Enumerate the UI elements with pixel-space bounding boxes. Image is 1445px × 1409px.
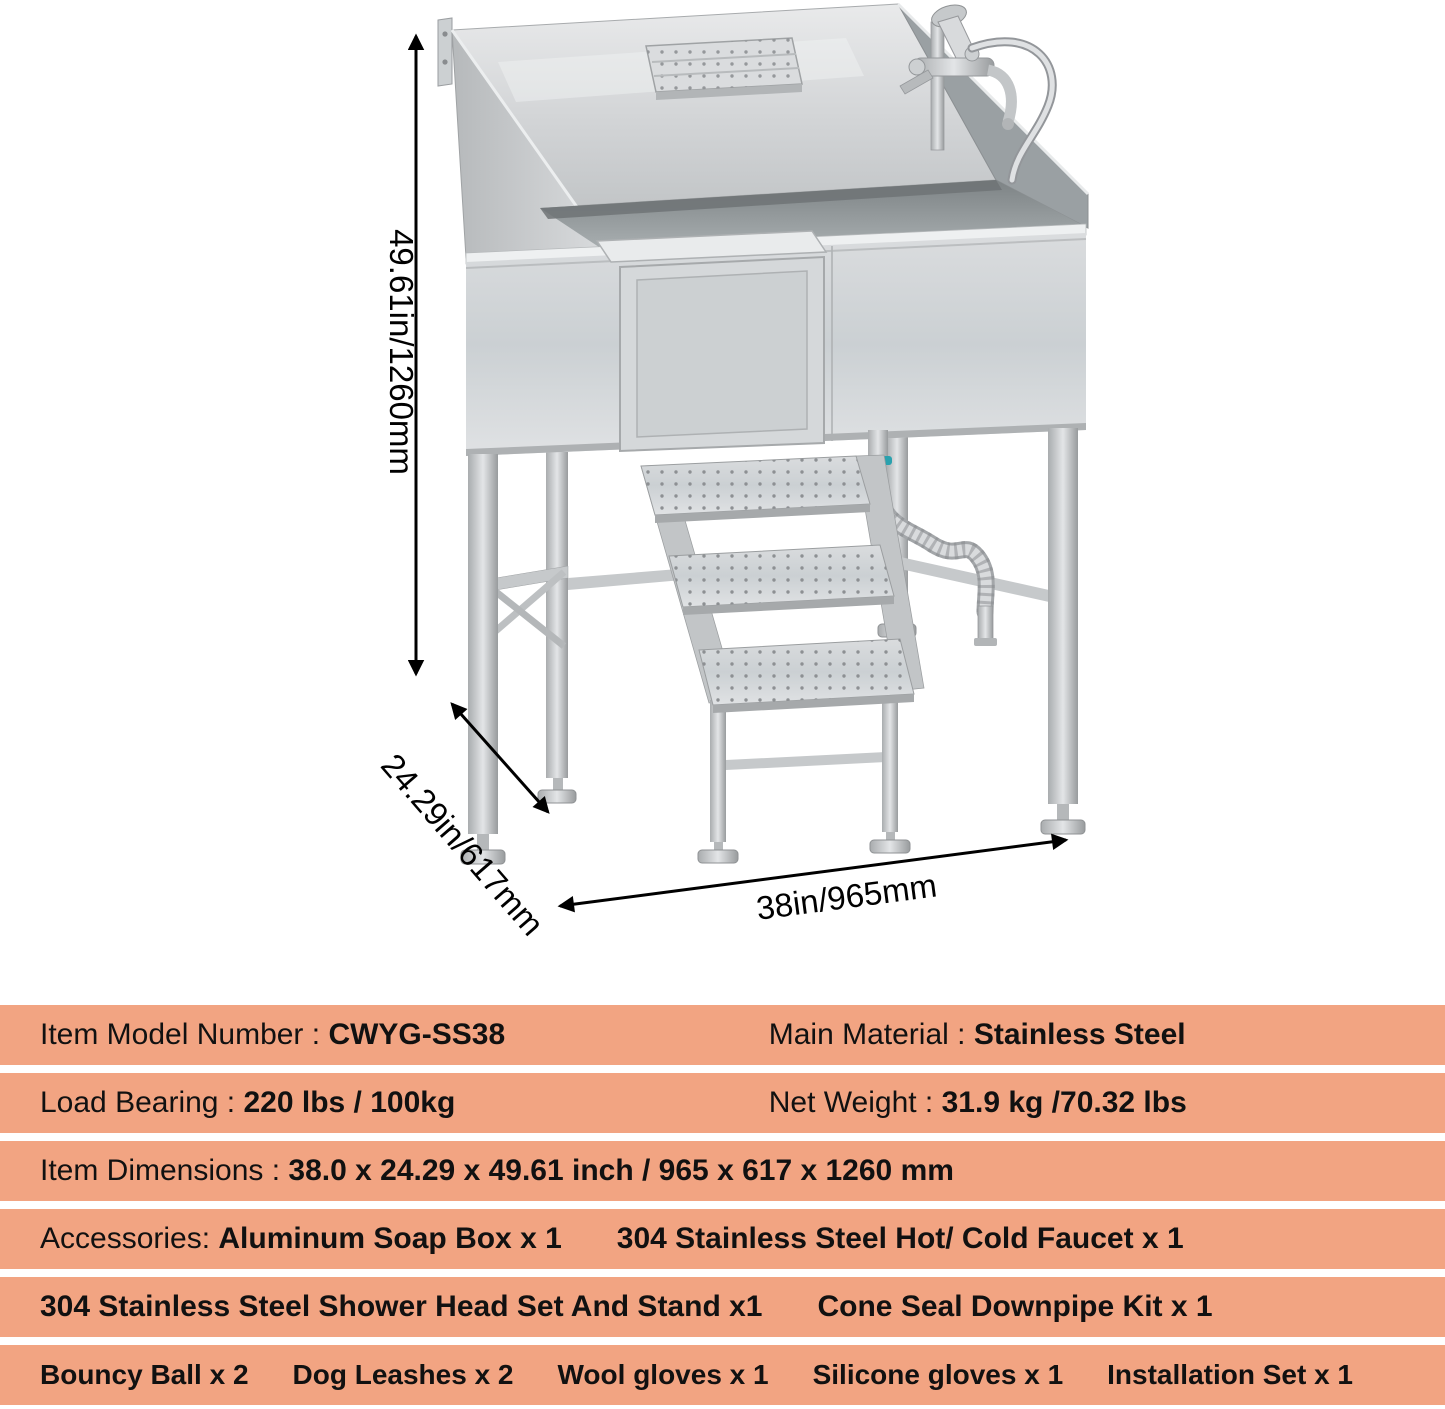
spec-label: Accessories: bbox=[40, 1222, 219, 1255]
spec-value: CWYG-SS38 bbox=[328, 1018, 506, 1051]
stair-right-foot bbox=[869, 839, 911, 854]
spec-value: 304 Stainless Steel Shower Head Set And … bbox=[40, 1290, 763, 1323]
height-dimension-label: 49.61in/1260mm bbox=[383, 229, 420, 475]
front-left-foot bbox=[460, 849, 506, 865]
spec-row-accessories-3: Bouncy Ball x 2 Dog Leashes x 2 Wool glo… bbox=[0, 1345, 1445, 1405]
spec-row-load-weight: Load Bearing : 220 lbs / 100kg Net Weigh… bbox=[0, 1073, 1445, 1133]
spec-row-accessories-1: Accessories: Aluminum Soap Box x 1 304 S… bbox=[0, 1209, 1445, 1269]
stair-crossbar bbox=[726, 752, 886, 770]
spec-row-model-material: Item Model Number : CWYG-SS38 Main Mater… bbox=[0, 1005, 1445, 1065]
depth-dimension-label: 24.29in/617mm bbox=[374, 746, 551, 942]
spec-cell-faucet: 304 Stainless Steel Hot/ Cold Faucet x 1 bbox=[617, 1222, 1184, 1256]
right-stringer bbox=[855, 454, 925, 692]
spec-value: Bouncy Ball x 2 bbox=[40, 1359, 249, 1390]
spec-value: Installation Set x 1 bbox=[1107, 1359, 1354, 1390]
spec-label: Load Bearing : bbox=[40, 1086, 244, 1119]
spec-label: Net Weight : bbox=[768, 1086, 942, 1119]
mounting-tab bbox=[437, 17, 453, 87]
stair-right-leg bbox=[882, 690, 898, 832]
spec-label: Main Material : bbox=[768, 1018, 974, 1051]
grooming-tub-illustration: 49.61in/1260mm 24.29in/617mm 38in/965mm bbox=[374, 2, 1090, 942]
faucet-riser bbox=[930, 21, 945, 151]
spec-label: Item Model Number : bbox=[40, 1018, 329, 1051]
spec-value: 38.0 x 24.29 x 49.61 inch / 965 x 617 x … bbox=[288, 1154, 954, 1187]
drain-outlet bbox=[977, 605, 994, 641]
spec-cell-model: Item Model Number : CWYG-SS38 bbox=[40, 1018, 769, 1052]
spec-value: 31.9 kg /70.32 lbs bbox=[941, 1086, 1187, 1119]
spec-value: 304 Stainless Steel Hot/ Cold Faucet x 1 bbox=[616, 1222, 1184, 1255]
soap-box bbox=[645, 37, 803, 100]
rear-left-leg bbox=[546, 452, 568, 778]
front-left-leg bbox=[468, 454, 498, 834]
spec-cell-shower-set: 304 Stainless Steel Shower Head Set And … bbox=[40, 1290, 762, 1324]
front-right-foot bbox=[1040, 819, 1086, 835]
spec-value: Silicone gloves x 1 bbox=[812, 1359, 1064, 1390]
pet-stairs bbox=[640, 454, 925, 864]
spec-value: Dog Leashes x 2 bbox=[292, 1359, 514, 1390]
spec-cell-item-dimensions: Item Dimensions : 38.0 x 24.29 x 49.61 i… bbox=[40, 1154, 954, 1188]
spec-label: Item Dimensions : bbox=[40, 1154, 289, 1187]
right-brace bbox=[896, 556, 1058, 604]
width-dimension-label: 38in/965mm bbox=[754, 866, 939, 926]
stair-left-leg bbox=[710, 700, 726, 842]
spec-cell-accessories: Accessories: Aluminum Soap Box x 1 bbox=[40, 1222, 562, 1256]
access-door bbox=[595, 230, 828, 453]
spec-row-dimensions: Item Dimensions : 38.0 x 24.29 x 49.61 i… bbox=[0, 1141, 1445, 1201]
product-illustration-area: 49.61in/1260mm 24.29in/617mm 38in/965mm bbox=[374, 2, 1090, 942]
spec-value: Cone Seal Downpipe Kit x 1 bbox=[817, 1290, 1213, 1323]
spec-cell-load-bearing: Load Bearing : 220 lbs / 100kg bbox=[40, 1086, 769, 1120]
spout bbox=[986, 64, 1017, 124]
spec-cell-net-weight: Net Weight : 31.9 kg /70.32 lbs bbox=[769, 1086, 1187, 1120]
rear-left-foot bbox=[537, 789, 577, 804]
spec-value: Aluminum Soap Box x 1 bbox=[218, 1222, 562, 1255]
spec-cell-material: Main Material : Stainless Steel bbox=[769, 1018, 1186, 1052]
door-ledge bbox=[595, 230, 828, 263]
drain-trap bbox=[868, 430, 888, 462]
spec-cell-downpipe-kit: Cone Seal Downpipe Kit x 1 bbox=[817, 1290, 1212, 1324]
spec-table: Item Model Number : CWYG-SS38 Main Mater… bbox=[0, 1005, 1445, 1405]
stair-left-foot bbox=[697, 849, 739, 864]
depth-dimension-arrow bbox=[450, 702, 550, 814]
faucet-lever bbox=[899, 69, 934, 95]
spec-value: Stainless Steel bbox=[973, 1018, 1186, 1051]
front-right-leg bbox=[1048, 428, 1078, 804]
faucet-set bbox=[899, 4, 1057, 185]
spec-value: 220 lbs / 100kg bbox=[243, 1086, 456, 1119]
width-dimension-arrow bbox=[557, 833, 1069, 913]
spec-row-accessories-2: 304 Stainless Steel Shower Head Set And … bbox=[0, 1277, 1445, 1337]
spec-value: Wool gloves x 1 bbox=[557, 1359, 769, 1390]
